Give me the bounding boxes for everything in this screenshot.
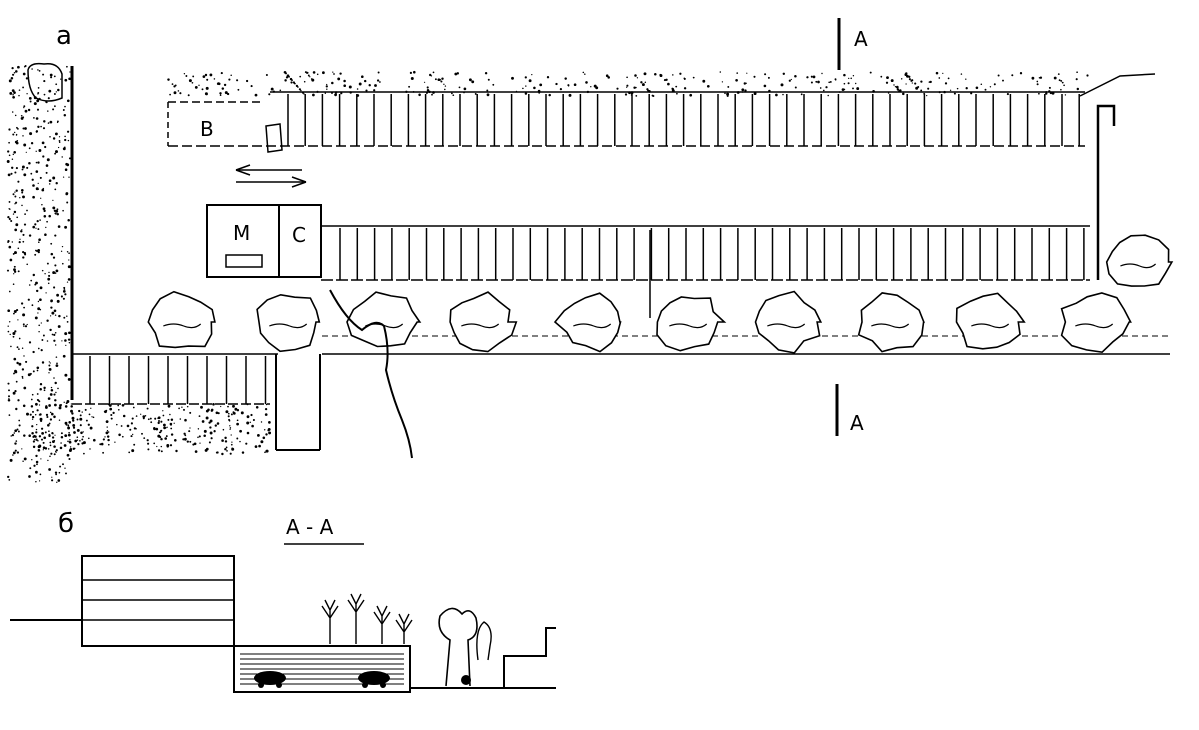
top-stipple-strip: [167, 70, 1089, 97]
block-b-label: В: [200, 117, 214, 141]
building-blocks: [206, 204, 322, 278]
left-wall-outline: [27, 62, 63, 102]
block-c-label: С: [292, 223, 306, 247]
left-stipple-strip: [6, 64, 71, 483]
bottom-stipple-strip: [30, 402, 272, 456]
panel-label-section: б: [58, 509, 74, 539]
traffic-arrows: [235, 164, 307, 188]
top-right-corner: [1079, 73, 1156, 97]
section-mark-bottom: А: [850, 411, 864, 435]
section-title: А - А: [286, 515, 334, 539]
upper-parking-row: [167, 91, 1085, 147]
lower-parking-row: [321, 225, 1090, 281]
block-m-label: М: [233, 221, 250, 245]
section-mark-top: А: [854, 27, 868, 51]
footpath: [329, 289, 413, 459]
section-cars: [254, 671, 390, 688]
tree-row: [147, 290, 1132, 354]
bottom-left-parking: [72, 356, 270, 405]
section-curb: [503, 627, 556, 688]
panel-label-plan: а: [56, 21, 72, 51]
right-wall: [1096, 104, 1116, 280]
tree-right: [1105, 234, 1174, 287]
section-vegetation: [321, 593, 492, 687]
small-box-marker: [265, 123, 283, 153]
section-building: [81, 555, 235, 647]
driveway: [275, 354, 321, 451]
